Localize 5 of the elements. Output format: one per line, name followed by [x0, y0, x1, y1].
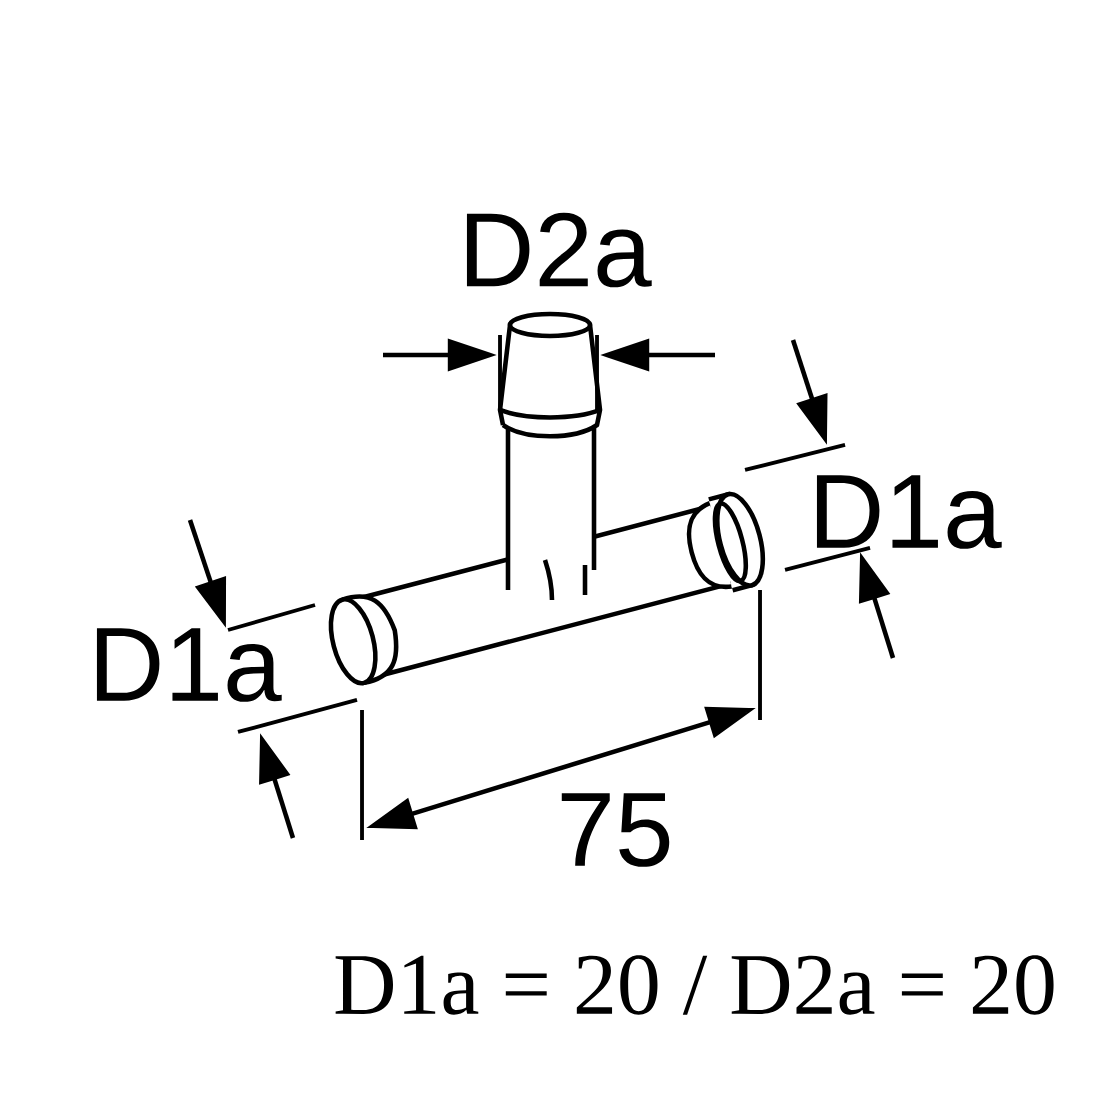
dimension-label: D2a	[466, 212, 652, 288]
caption: D1a = 20 / D2a = 20	[335, 955, 1054, 1015]
dimension-label: D1a	[96, 628, 282, 702]
dimension-label: 75	[561, 793, 670, 867]
dimension-label: D1a	[816, 475, 1002, 549]
